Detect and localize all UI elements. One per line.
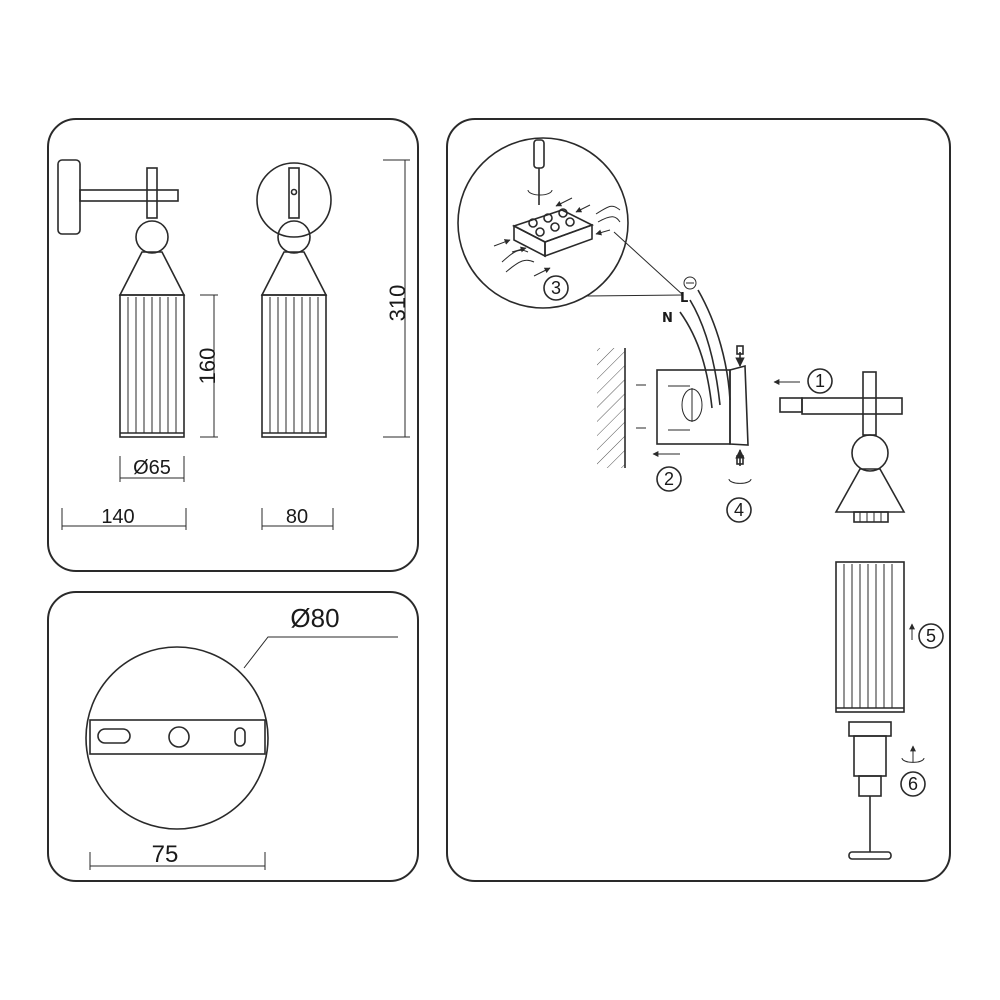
mounting-plate — [89, 719, 266, 755]
screwdriver-icon — [527, 139, 553, 205]
installation-panel: L N — [446, 118, 951, 882]
total-height-label: 310 — [385, 285, 410, 322]
step-5-number: 5 — [926, 626, 936, 646]
step-5: 5 — [918, 623, 944, 649]
step-4-number: 4 — [734, 500, 744, 520]
front-shade-flutes — [127, 297, 177, 433]
mains-wires: L N — [662, 276, 731, 409]
side-view-lamp — [256, 162, 332, 438]
rotate-icon-step4 — [728, 478, 752, 484]
plate-length-label: 75 — [152, 841, 179, 868]
wiring-detail-bubble — [457, 137, 684, 309]
shade-height-label: 160 — [195, 348, 220, 385]
width-side-label: 80 — [286, 506, 308, 528]
lamp-arm — [779, 371, 906, 523]
step-1-number: 1 — [815, 371, 825, 391]
dim-line-width-side — [261, 508, 334, 530]
dim-line-shade-height — [200, 294, 218, 438]
plate-slot-left — [97, 728, 131, 744]
shade-diameter-label: Ø65 — [133, 457, 171, 479]
live-wire-label: L — [680, 291, 688, 306]
dim-line-plate-length — [89, 852, 266, 870]
dimensions-panel-frame — [47, 118, 419, 572]
neutral-wire-label: N — [662, 311, 673, 326]
dimensions-panel: 160 310 Ø65 140 80 — [47, 118, 419, 572]
fixing-screws — [735, 345, 745, 466]
step-2-number: 2 — [664, 469, 674, 489]
step-6-number: 6 — [908, 774, 918, 794]
dim-line-width-front — [61, 508, 187, 530]
base-panel-frame — [47, 591, 419, 882]
terminal-block — [511, 208, 595, 258]
base-panel: Ø80 75 — [47, 591, 419, 882]
rotate-icon — [901, 745, 925, 763]
plate-center-hole — [168, 726, 190, 748]
front-view-lamp — [57, 159, 186, 438]
side-shade-flutes — [269, 297, 319, 433]
glass-shade — [835, 561, 905, 713]
step-6: 6 — [900, 771, 926, 797]
lamp-holder — [848, 721, 892, 860]
plate-slot-right — [234, 727, 246, 747]
width-front-label: 140 — [101, 506, 134, 528]
installation-panel-frame — [446, 118, 951, 882]
step-2: 2 — [656, 466, 682, 492]
step-4: 4 — [726, 497, 752, 523]
base-diameter-leader — [243, 636, 398, 669]
base-circle — [85, 646, 269, 830]
step-3: 3 — [543, 275, 569, 301]
dim-line-total-height — [383, 159, 410, 438]
step-3-number: 3 — [551, 278, 561, 298]
base-diameter-label: Ø80 — [290, 603, 339, 633]
wall-mounting-plate — [636, 364, 749, 446]
wall-section — [597, 348, 626, 468]
step-1: 1 — [807, 368, 833, 394]
dim-line-shade-diameter — [119, 456, 185, 482]
ground-icon — [683, 276, 697, 290]
